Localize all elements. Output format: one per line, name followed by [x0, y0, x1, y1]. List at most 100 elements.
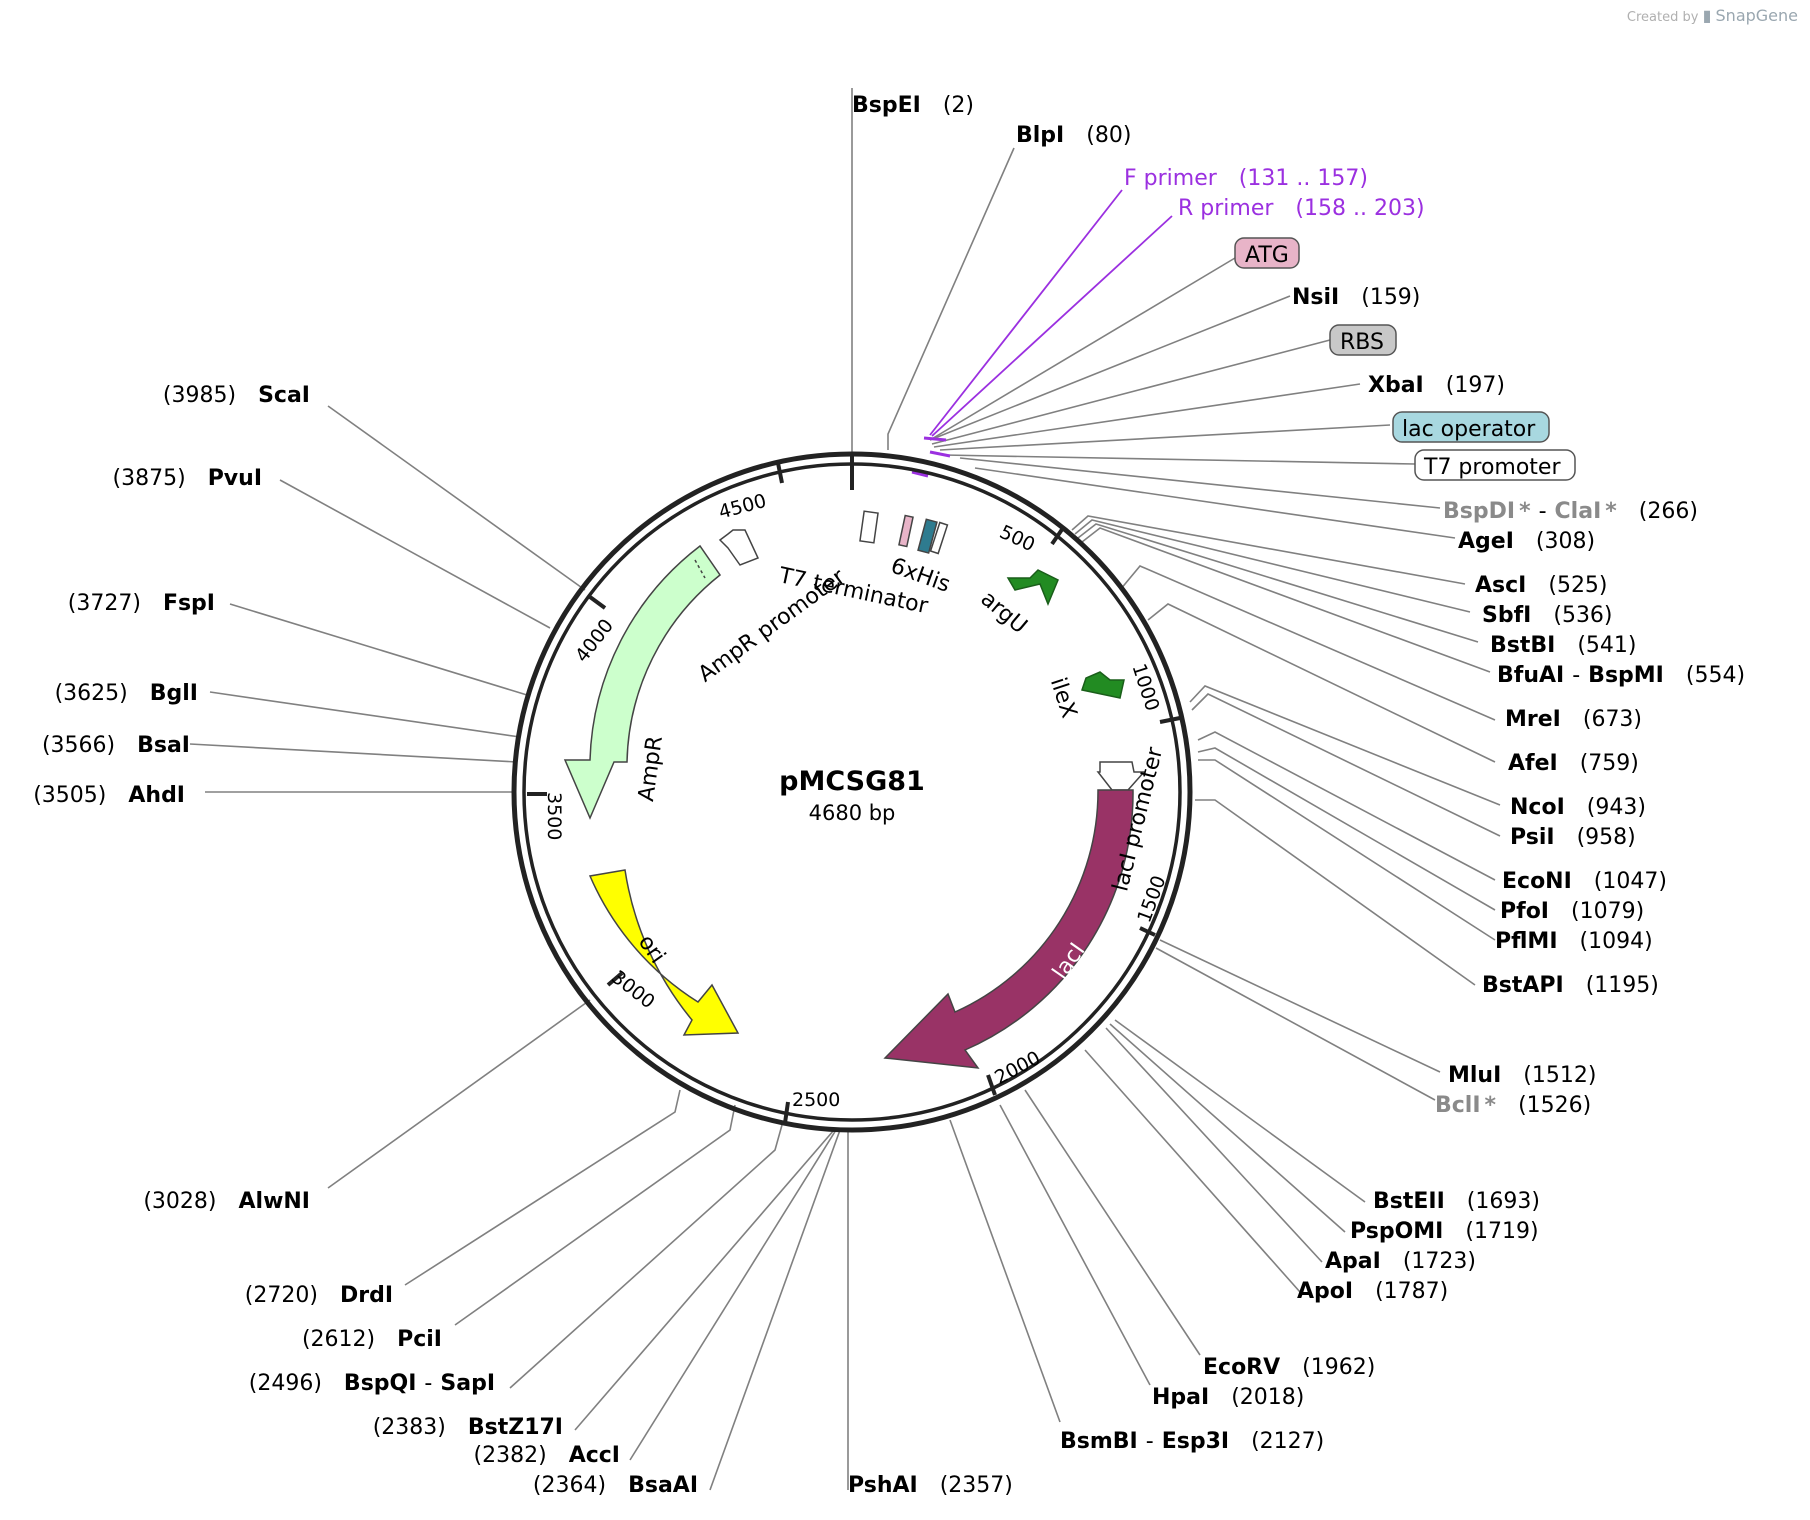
- f-primer-mark: [923, 436, 947, 442]
- site-hpai: HpaI(2018): [1152, 1385, 1304, 1410]
- ampr-promoter-arrow: [718, 529, 760, 566]
- site-r-primer: R primer(158 .. 203): [1178, 196, 1425, 221]
- leader-lac-operator: [939, 424, 1391, 451]
- site-blpi: BlpI(80): [1016, 123, 1131, 148]
- label-argu: argU: [976, 586, 1032, 639]
- site-bcli: BclI*(1526): [1435, 1093, 1591, 1118]
- site-pfoi: PfoI(1079): [1500, 899, 1644, 924]
- site-bsteii: BstEII(1693): [1373, 1189, 1540, 1214]
- tick-label-3000: 3000: [607, 966, 659, 1013]
- leader-apoi: [1084, 1049, 1301, 1293]
- site-bsai: (3566)BsaI: [42, 733, 190, 758]
- site-t7-promoter: T7 promoter: [1423, 455, 1561, 480]
- site-rbs: RBS: [1340, 330, 1384, 355]
- leader-bgli: [209, 691, 521, 738]
- site-pspomi: PspOMI(1719): [1350, 1219, 1539, 1244]
- t7-promoter-box: [929, 521, 949, 555]
- leader-mlui: [1159, 939, 1441, 1073]
- rbs-box: [1329, 324, 1397, 356]
- tick-label-2500: 2500: [792, 1089, 840, 1111]
- site-f-primer: F primer(131 .. 157): [1124, 166, 1368, 191]
- r-primer-mark-2: [929, 450, 951, 458]
- leader-xbai: [933, 383, 1361, 448]
- site-alwni: (3028)AlwNI: [143, 1189, 310, 1214]
- site-bfuai-bspmi: BfuAI-BspMI(554): [1497, 663, 1745, 688]
- ori-arrow: [588, 869, 740, 1036]
- leader-acci: [629, 1129, 837, 1461]
- plasmid-size: 4680 bp: [809, 801, 896, 825]
- tick-label-500: 500: [996, 521, 1038, 556]
- site-ecorv: EcoRV(1962): [1203, 1355, 1375, 1380]
- leader-f-primer: [929, 189, 1123, 436]
- tick-label-3500: 3500: [543, 792, 565, 840]
- site-mrei: MreI(673): [1505, 707, 1642, 732]
- t7-promoter-label-box: [1414, 449, 1576, 481]
- site-econi: EcoNI(1047): [1502, 869, 1667, 894]
- label-ampr: AmpR: [634, 734, 668, 803]
- leader-asci: [1071, 515, 1466, 585]
- site-pflmi: PflMI(1094): [1495, 929, 1653, 954]
- leader-nsii: [929, 295, 1291, 441]
- leader-bspqi: [509, 1124, 783, 1389]
- leader-lines: [189, 88, 1501, 1491]
- his-tag-box: [917, 518, 938, 554]
- site-psii: PsiI(958): [1510, 825, 1636, 850]
- leader-atg: [929, 257, 1236, 441]
- site-bstz17i: (2383)BstZ17I: [373, 1415, 563, 1440]
- leader-psii: [1191, 693, 1501, 837]
- tick-label-1000: 1000: [1128, 661, 1164, 714]
- leader-bsmbi: [949, 1119, 1061, 1423]
- site-sbfi: SbfI(536): [1482, 603, 1613, 628]
- plasmid-name: pMCSG81: [779, 766, 925, 797]
- leader-bsai: [189, 743, 518, 763]
- leader-rbs: [931, 339, 1331, 445]
- site-bstapi: BstAPI(1195): [1482, 973, 1659, 998]
- tick-3000: [606, 971, 624, 987]
- site-afei: AfeI(759): [1508, 751, 1639, 776]
- site-ncoi: NcoI(943): [1510, 795, 1646, 820]
- leader-ncoi: [1189, 685, 1501, 806]
- site-agei: AgeI(308): [1458, 529, 1595, 554]
- atg-box: [1234, 237, 1300, 269]
- site-fspi: (3727)FspI: [68, 591, 215, 616]
- site-acci: (2382)AccI: [474, 1443, 620, 1468]
- leader-pspomi: [1109, 1023, 1346, 1233]
- leader-scai: [327, 405, 586, 591]
- leader-pvui: [279, 479, 551, 629]
- leader-bcli: [1155, 947, 1436, 1101]
- leader-ecorv: [1024, 1089, 1201, 1356]
- site-bstbi: BstBI(541): [1490, 633, 1637, 658]
- tick-marks: [527, 454, 1181, 1124]
- site-bspdi-clai: BspDI*-ClaI*(266): [1443, 499, 1698, 524]
- tick-label-4500: 4500: [716, 490, 768, 524]
- ilex-arrow: [1081, 671, 1125, 699]
- lac-operator-box: [1392, 411, 1550, 443]
- leader-mrei: [1119, 565, 1496, 721]
- leader-agei: [974, 467, 1456, 539]
- argu-arrow: [1006, 569, 1059, 606]
- tick-4500: [776, 462, 784, 484]
- leader-pcii: [454, 1104, 736, 1326]
- leader-pfoi: [1197, 747, 1496, 911]
- site-pcii: (2612)PciI: [302, 1327, 442, 1352]
- leader-bstbi: [1077, 523, 1479, 643]
- leader-econi: [1197, 731, 1496, 881]
- site-xbai: XbaI(197): [1368, 373, 1505, 398]
- leader-hpai: [999, 1104, 1151, 1386]
- leader-sbfi: [1074, 519, 1471, 613]
- leader-bfuai: [1081, 527, 1491, 673]
- features: [563, 510, 1146, 1069]
- primer-lines: [911, 189, 1173, 478]
- tick-500: [1050, 526, 1065, 546]
- snapgene-logo-icon: ▮: [1702, 6, 1712, 25]
- tick-4000: [588, 595, 607, 610]
- site-labels: BspEI(2) BlpI(80) F primer(131 .. 157) R…: [33, 93, 1745, 1498]
- tick-label-4000: 4000: [571, 615, 618, 667]
- center-label: pMCSG81 4680 bp: [779, 766, 925, 825]
- site-bsmbi-esp3i: BsmBI-Esp3I(2127): [1060, 1429, 1324, 1454]
- tick-1500: [1139, 926, 1156, 937]
- site-lac-operator: lac operator: [1402, 417, 1536, 442]
- site-bspei: BspEI(2): [852, 93, 974, 118]
- leader-bstz17i: [574, 1129, 835, 1431]
